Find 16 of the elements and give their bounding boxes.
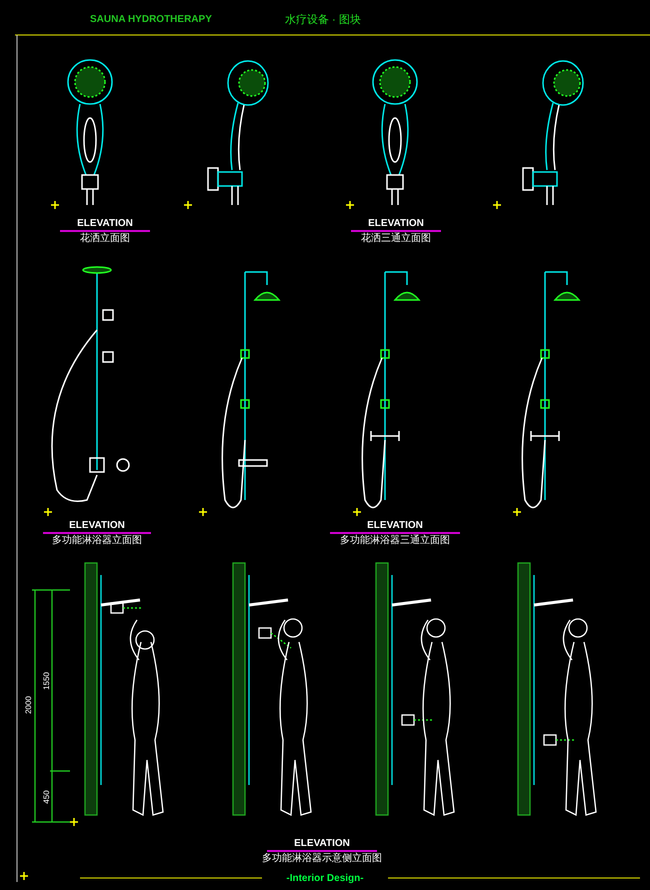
view-caption: 多功能淋浴器示意侧立面图 (261, 853, 383, 865)
dimension-value: 450 (42, 789, 52, 806)
view-caption: 多功能淋浴器三通立面图 (339, 535, 451, 547)
view-caption: 花洒立面图 (79, 233, 131, 245)
view-title: ELEVATION (351, 218, 441, 232)
view-title: ELEVATION (267, 838, 377, 852)
footer-text: -Interior Design- (285, 872, 365, 886)
header-text: SAUNA HYDROTHERAPY (90, 13, 213, 27)
dimension-value: 2000 (24, 695, 34, 716)
view-title: ELEVATION (43, 520, 151, 534)
view-title: ELEVATION (60, 218, 150, 232)
drawing-title: 水疗设备 · 图块 (285, 13, 361, 28)
view-title: ELEVATION (330, 520, 460, 534)
view-caption: 花洒三通立面图 (360, 233, 432, 245)
view-caption: 多功能淋浴器立面图 (51, 535, 143, 547)
dimension-value: 1550 (42, 671, 52, 692)
